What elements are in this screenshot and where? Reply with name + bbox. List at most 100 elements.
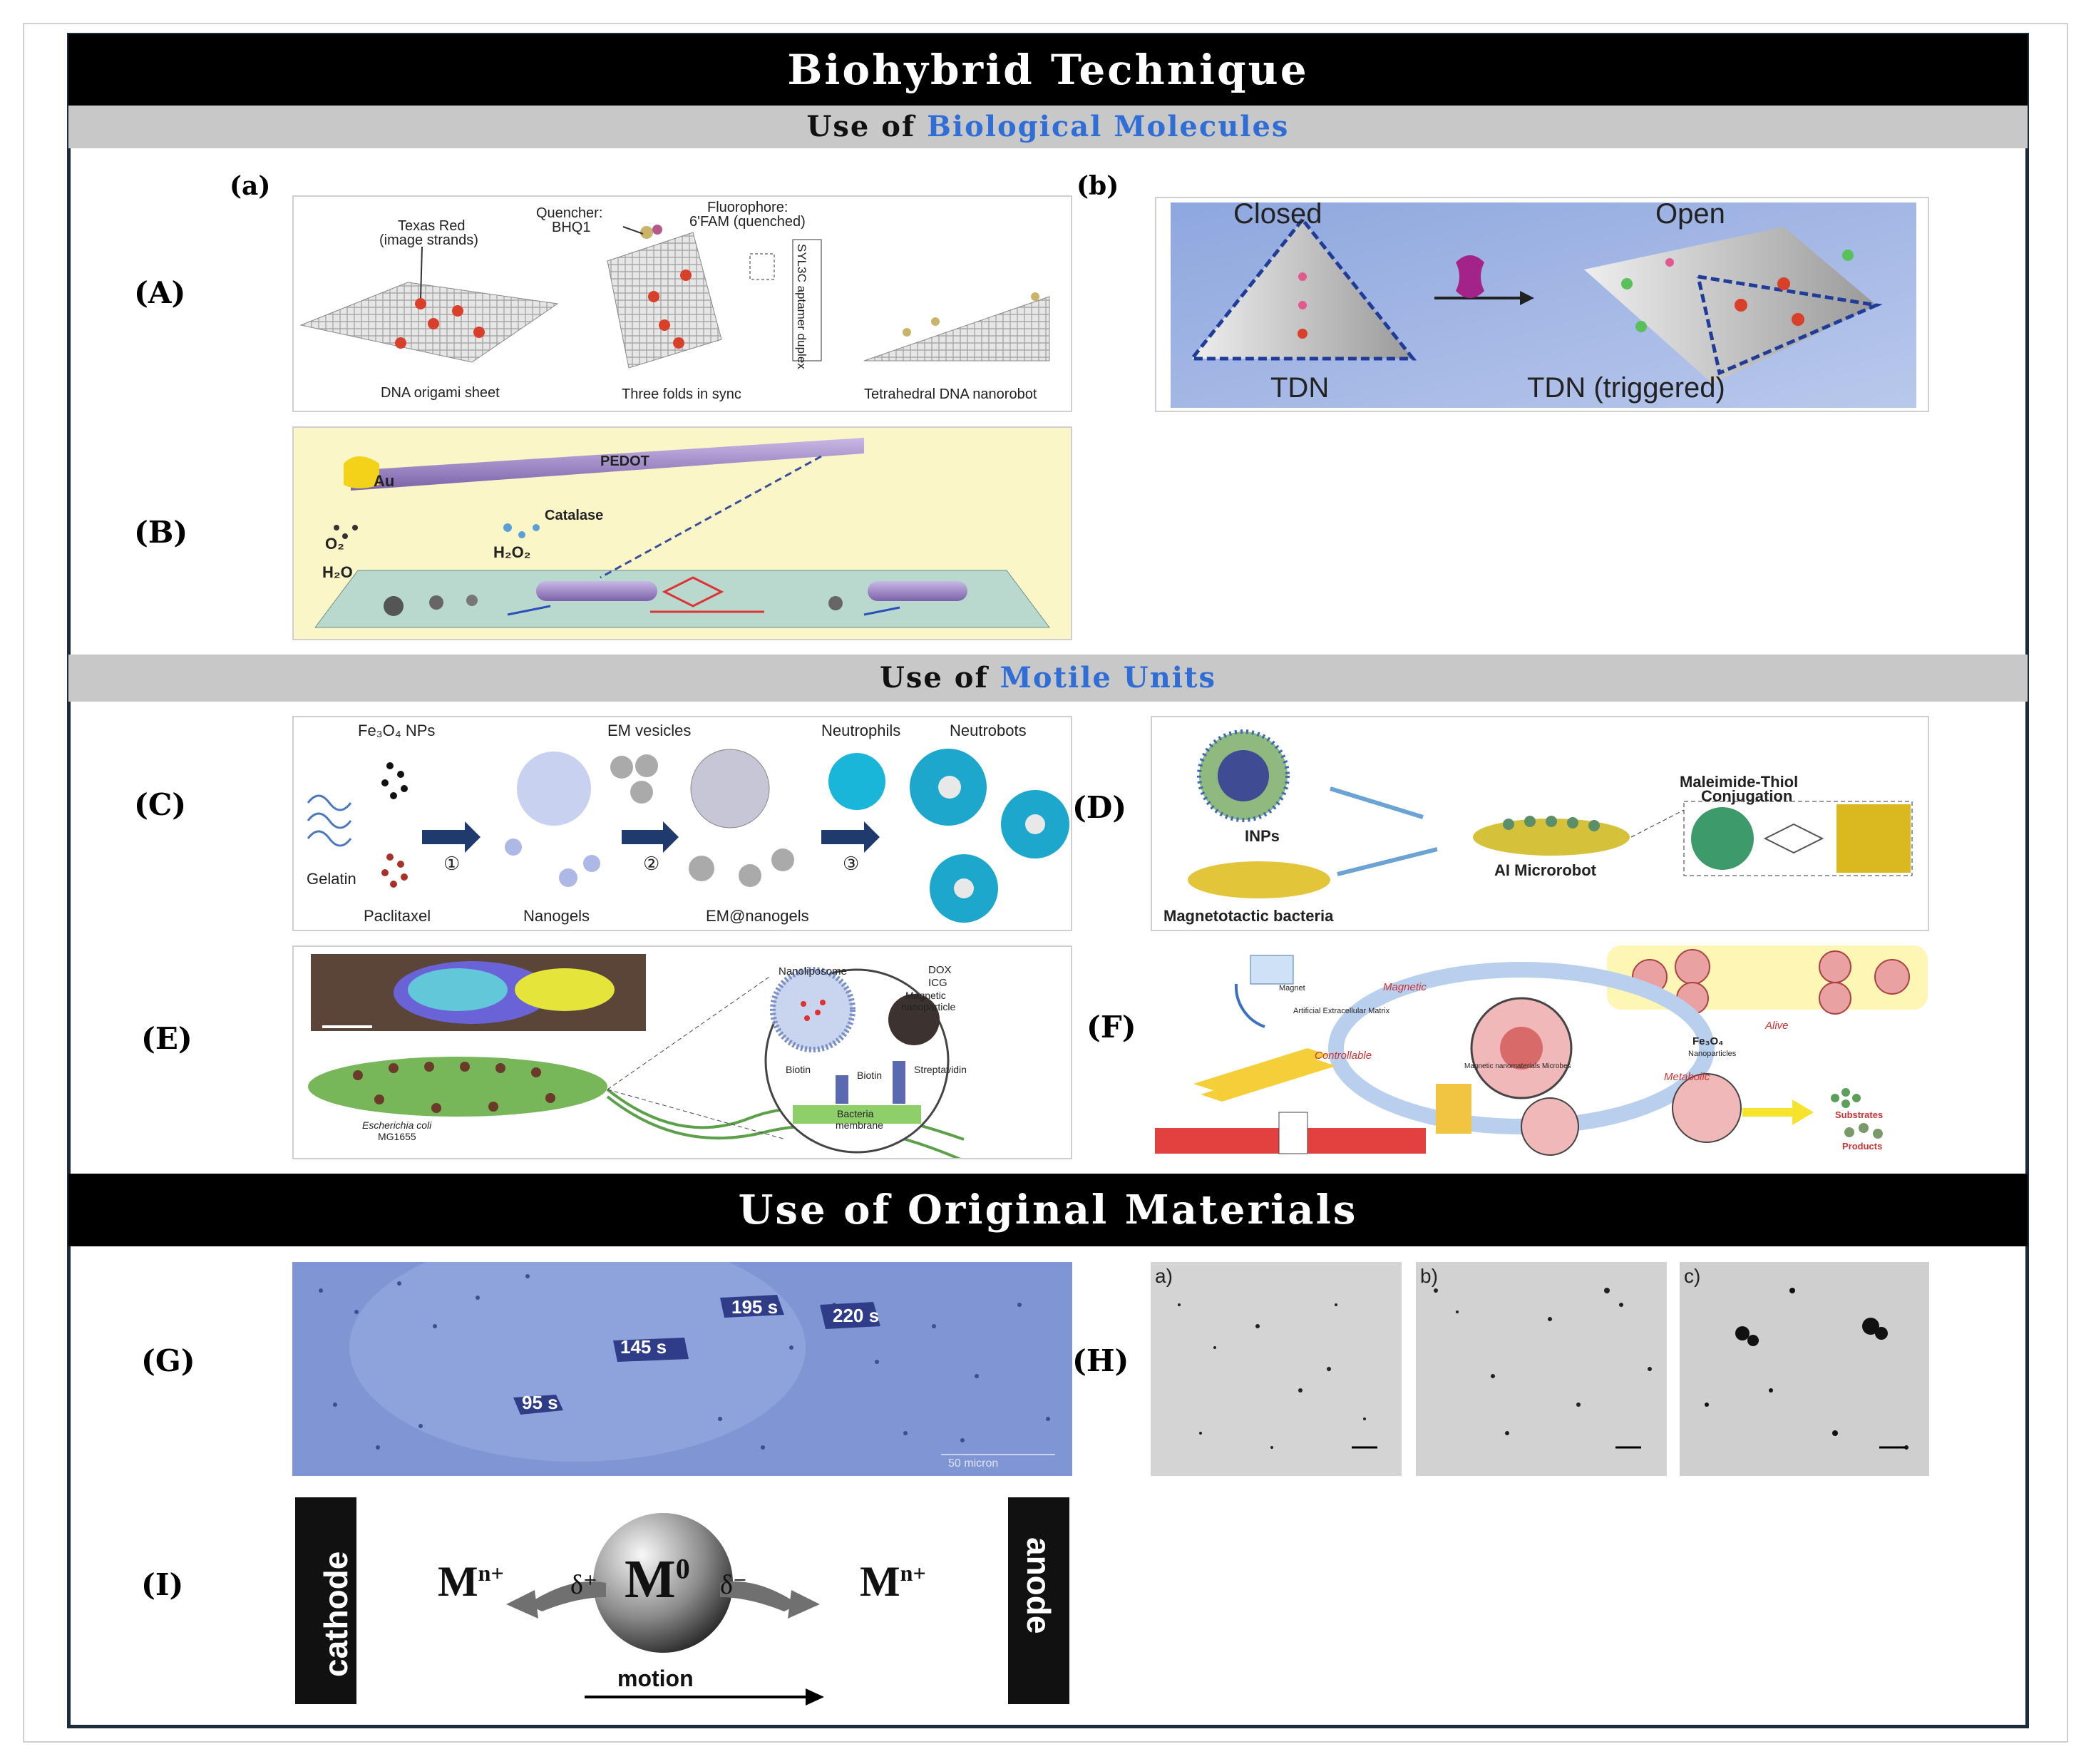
label-145s: 145 s — [620, 1336, 667, 1358]
label-magnetic-np-2: nanoparticle — [901, 1001, 956, 1012]
panel-H-aggregation: a) b) c) — [1151, 1262, 1929, 1476]
label-streptavidin: Streptavidin — [914, 1064, 967, 1075]
label-h-b: b) — [1420, 1265, 1438, 1287]
label-gelatin: Gelatin — [307, 870, 356, 888]
label-a-small: (a) — [230, 171, 271, 201]
section-bar-motile: Use of Motile Units — [68, 655, 2028, 702]
label-mn-left: Mn+ — [438, 1558, 504, 1605]
label-h-a: a) — [1155, 1265, 1173, 1287]
label-mn-right: Mn+ — [860, 1558, 926, 1605]
label-scale-bar: 50 micron — [948, 1457, 999, 1470]
label-step-1: ① — [443, 853, 461, 874]
label-paclitaxel: Paclitaxel — [364, 907, 431, 925]
label-biotin-1: Biotin — [786, 1064, 811, 1075]
title-bar: Biohybrid Technique — [68, 34, 2028, 106]
metal-sphere — [593, 1513, 733, 1653]
label-alive: Alive — [1765, 1020, 1789, 1032]
label-nanoliposome: Nanoliposome — [779, 965, 847, 978]
label-C: (C) — [134, 787, 187, 822]
label-controllable: Controllable — [1315, 1050, 1372, 1062]
label-bacteria-membrane-1: Bacteria — [837, 1108, 874, 1119]
label-A: (A) — [134, 275, 186, 310]
section-original-title: Use of Original Materials — [738, 1186, 1358, 1234]
label-tdn-triggered: TDN (triggered) — [1527, 372, 1725, 404]
label-au: Au — [374, 472, 395, 490]
panel-b-tdn: Closed Open TDN TDN (triggered) — [1155, 197, 1929, 412]
label-icg: ICG — [928, 977, 947, 989]
label-magnetotactic: Magnetotactic bacteria — [1163, 907, 1334, 925]
label-magnetic-np-1: Magnetic — [905, 990, 946, 1001]
section-bar-original: Use of Original Materials — [68, 1174, 2028, 1246]
panel-C-neutrobots: Fe₃O₄ NPs EM vesicles Neutrophils Neutro… — [292, 716, 1072, 931]
label-nanogels: Nanogels — [523, 907, 590, 925]
label-ecoli-2: MG1655 — [378, 1131, 416, 1142]
panel-B-catalase-rod: Au PEDOT Catalase O₂ H₂O H₂O₂ — [292, 426, 1072, 640]
tetrahedral-nanorobot — [863, 296, 1050, 361]
label-bacteria-membrane-2: membrane — [836, 1119, 883, 1131]
label-step-3: ③ — [843, 853, 860, 874]
section-prefix: Use of — [806, 110, 928, 143]
label-o2: O₂ — [325, 535, 344, 553]
panel-E-bacteria-liposome: Nanoliposome DOX ICG Magnetic nanopartic… — [292, 945, 1072, 1159]
label-step-2: ② — [643, 853, 660, 874]
label-conjugation-1: Maleimide-Thiol — [1680, 773, 1799, 791]
label-nanoparticles: Nanoparticles — [1688, 1050, 1737, 1058]
label-fluorophore: Fluorophore: — [707, 200, 788, 215]
label-dox: DOX — [928, 964, 952, 976]
label-cathode: cathode — [317, 1551, 354, 1677]
label-h-c: c) — [1684, 1265, 1701, 1287]
label-neutrophils: Neutrophils — [821, 722, 901, 739]
section-prefix-motile: Use of — [880, 661, 1000, 694]
page-frame — [23, 23, 2068, 1743]
label-fe3o4: Fe₃O₄ — [1692, 1035, 1724, 1047]
label-neutrobots: Neutrobots — [950, 722, 1027, 739]
label-magnet: Magnet — [1279, 984, 1305, 993]
label-D: (D) — [1072, 790, 1127, 825]
label-ecoli-1: Escherichia coli — [362, 1119, 432, 1131]
label-fe3o4-nps: Fe₃O₄ NPs — [358, 722, 436, 739]
label-G: (G) — [141, 1343, 195, 1378]
label-195s: 195 s — [731, 1296, 779, 1318]
label-em-nanogels: EM@nanogels — [706, 907, 809, 925]
label-fam: 6'FAM (quenched) — [689, 214, 806, 230]
label-tdn: TDN — [1270, 372, 1330, 404]
label-metabolic: Metabolic — [1664, 1071, 1710, 1083]
label-pedot: PEDOT — [600, 453, 649, 469]
label-em-vesicles: EM vesicles — [607, 722, 692, 739]
caption-three-folds: Three folds in sync — [622, 386, 741, 402]
label-h2o: H₂O — [322, 563, 353, 581]
label-m0: M0 — [625, 1549, 690, 1609]
section-highlight: Biological Molecules — [927, 110, 1290, 143]
label-E: (E) — [141, 1021, 192, 1056]
section-highlight-motile: Motile Units — [1000, 661, 1216, 694]
folded-tetrahedron — [607, 232, 722, 369]
label-b-small: (b) — [1077, 171, 1119, 201]
label-B: (B) — [134, 515, 188, 550]
panel-F-magnetic-microbes: Magnet Magnetic Alive Artificial Extrace… — [1151, 941, 1929, 1159]
label-image-strands: (image strands) — [379, 232, 478, 248]
caption-origami-sheet: DNA origami sheet — [381, 385, 500, 401]
label-closed: Closed — [1233, 198, 1322, 230]
label-delta-plus: δ⁺ — [570, 1570, 597, 1600]
panel-G-microscopy: 95 s 145 s 195 s 220 s 50 micron — [292, 1262, 1072, 1476]
label-220s: 220 s — [833, 1305, 880, 1326]
panel-I-self-electrophoresis: cathode anode Mn+ Mn+ M0 δ⁺ δ⁻ motion — [292, 1497, 1077, 1711]
label-ai-microrobot: AI Microrobot — [1494, 861, 1596, 879]
panel-D-ai-microrobot: INPs Maleimide-Thiol Conjugation AI Micr… — [1151, 716, 1929, 931]
label-magnetic: Magnetic — [1383, 981, 1427, 993]
caption-tetrahedral: Tetrahedral DNA nanorobot — [864, 386, 1037, 402]
label-biotin-2: Biotin — [857, 1070, 883, 1081]
label-F: (F) — [1086, 1010, 1136, 1045]
section-bar-biological: Use of Biological Molecules — [68, 106, 2028, 148]
panel-a-dna-origami: Texas Red (image strands) Quencher: BHQ1… — [292, 195, 1072, 412]
label-I: (I) — [141, 1567, 184, 1602]
label-95s: 95 s — [522, 1392, 558, 1413]
label-texas-red: Texas Red — [398, 218, 466, 234]
label-quencher: Quencher: — [536, 205, 603, 221]
label-inps: INPs — [1245, 827, 1280, 845]
label-h2o2: H₂O₂ — [493, 543, 531, 561]
label-motion: motion — [617, 1666, 694, 1691]
label-catalase: Catalase — [545, 508, 604, 523]
label-delta-minus: δ⁻ — [720, 1570, 747, 1600]
label-open: Open — [1655, 198, 1725, 230]
